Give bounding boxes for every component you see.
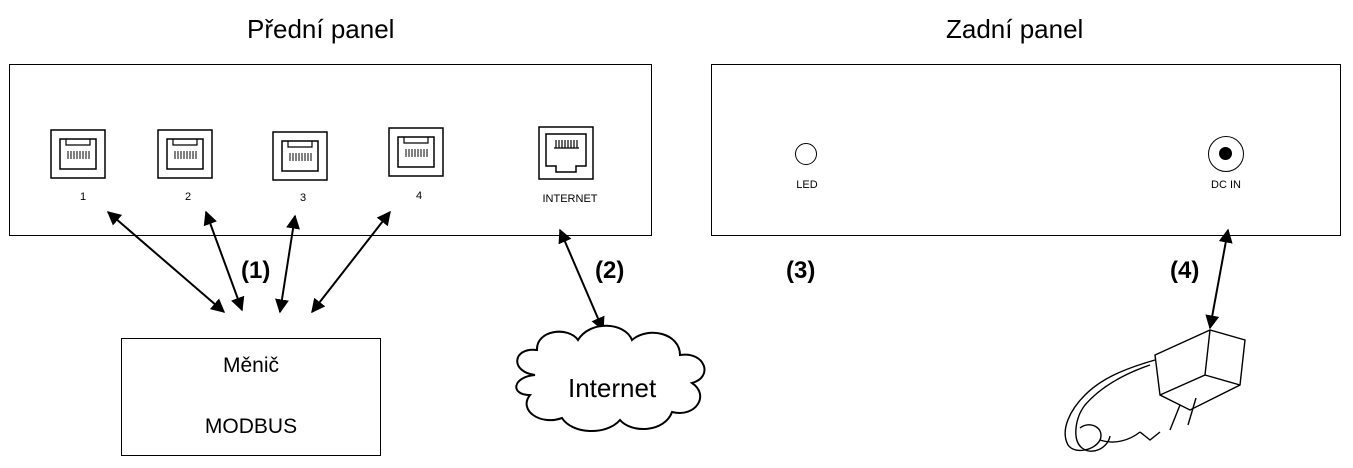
rj45-port-3-icon <box>272 131 328 181</box>
rear-panel-title: Zadní panel <box>946 14 1084 44</box>
arrow-port-4 <box>311 210 391 314</box>
converter-line-2: MODBUS <box>204 415 298 438</box>
converter-box: Měnič MODBUS <box>121 338 381 456</box>
marker-1: (1) <box>241 257 271 284</box>
arrow-port-1 <box>106 211 226 313</box>
port-1-label: 1 <box>79 191 87 203</box>
marker-3: (3) <box>786 257 816 284</box>
port-3-label: 3 <box>299 192 307 204</box>
power-adapter-icon <box>1064 329 1246 452</box>
led-icon <box>795 143 817 165</box>
dc-in-label: DC IN <box>1211 179 1241 191</box>
port-4-label: 4 <box>415 190 423 202</box>
cloud-icon <box>515 324 706 433</box>
marker-4: (4) <box>1170 257 1200 284</box>
arrow-port-3 <box>275 214 300 314</box>
arrow-dc <box>1205 228 1233 330</box>
front-panel <box>9 64 652 236</box>
internet-port-icon <box>538 126 594 180</box>
internet-port-label: INTERNET <box>542 193 598 205</box>
port-2-label: 2 <box>184 191 192 203</box>
rj45-port-2-icon <box>157 129 213 179</box>
led-label: LED <box>796 179 818 191</box>
arrow-port-2 <box>203 210 245 312</box>
rj45-port-4-icon <box>388 127 444 177</box>
arrow-internet <box>558 228 605 332</box>
dc-jack-icon <box>1208 136 1244 172</box>
cloud-label: Internet <box>568 373 657 403</box>
rj45-port-1-icon <box>50 129 106 179</box>
front-panel-title: Přední panel <box>247 14 395 44</box>
converter-line-1: Měnič <box>222 354 280 377</box>
